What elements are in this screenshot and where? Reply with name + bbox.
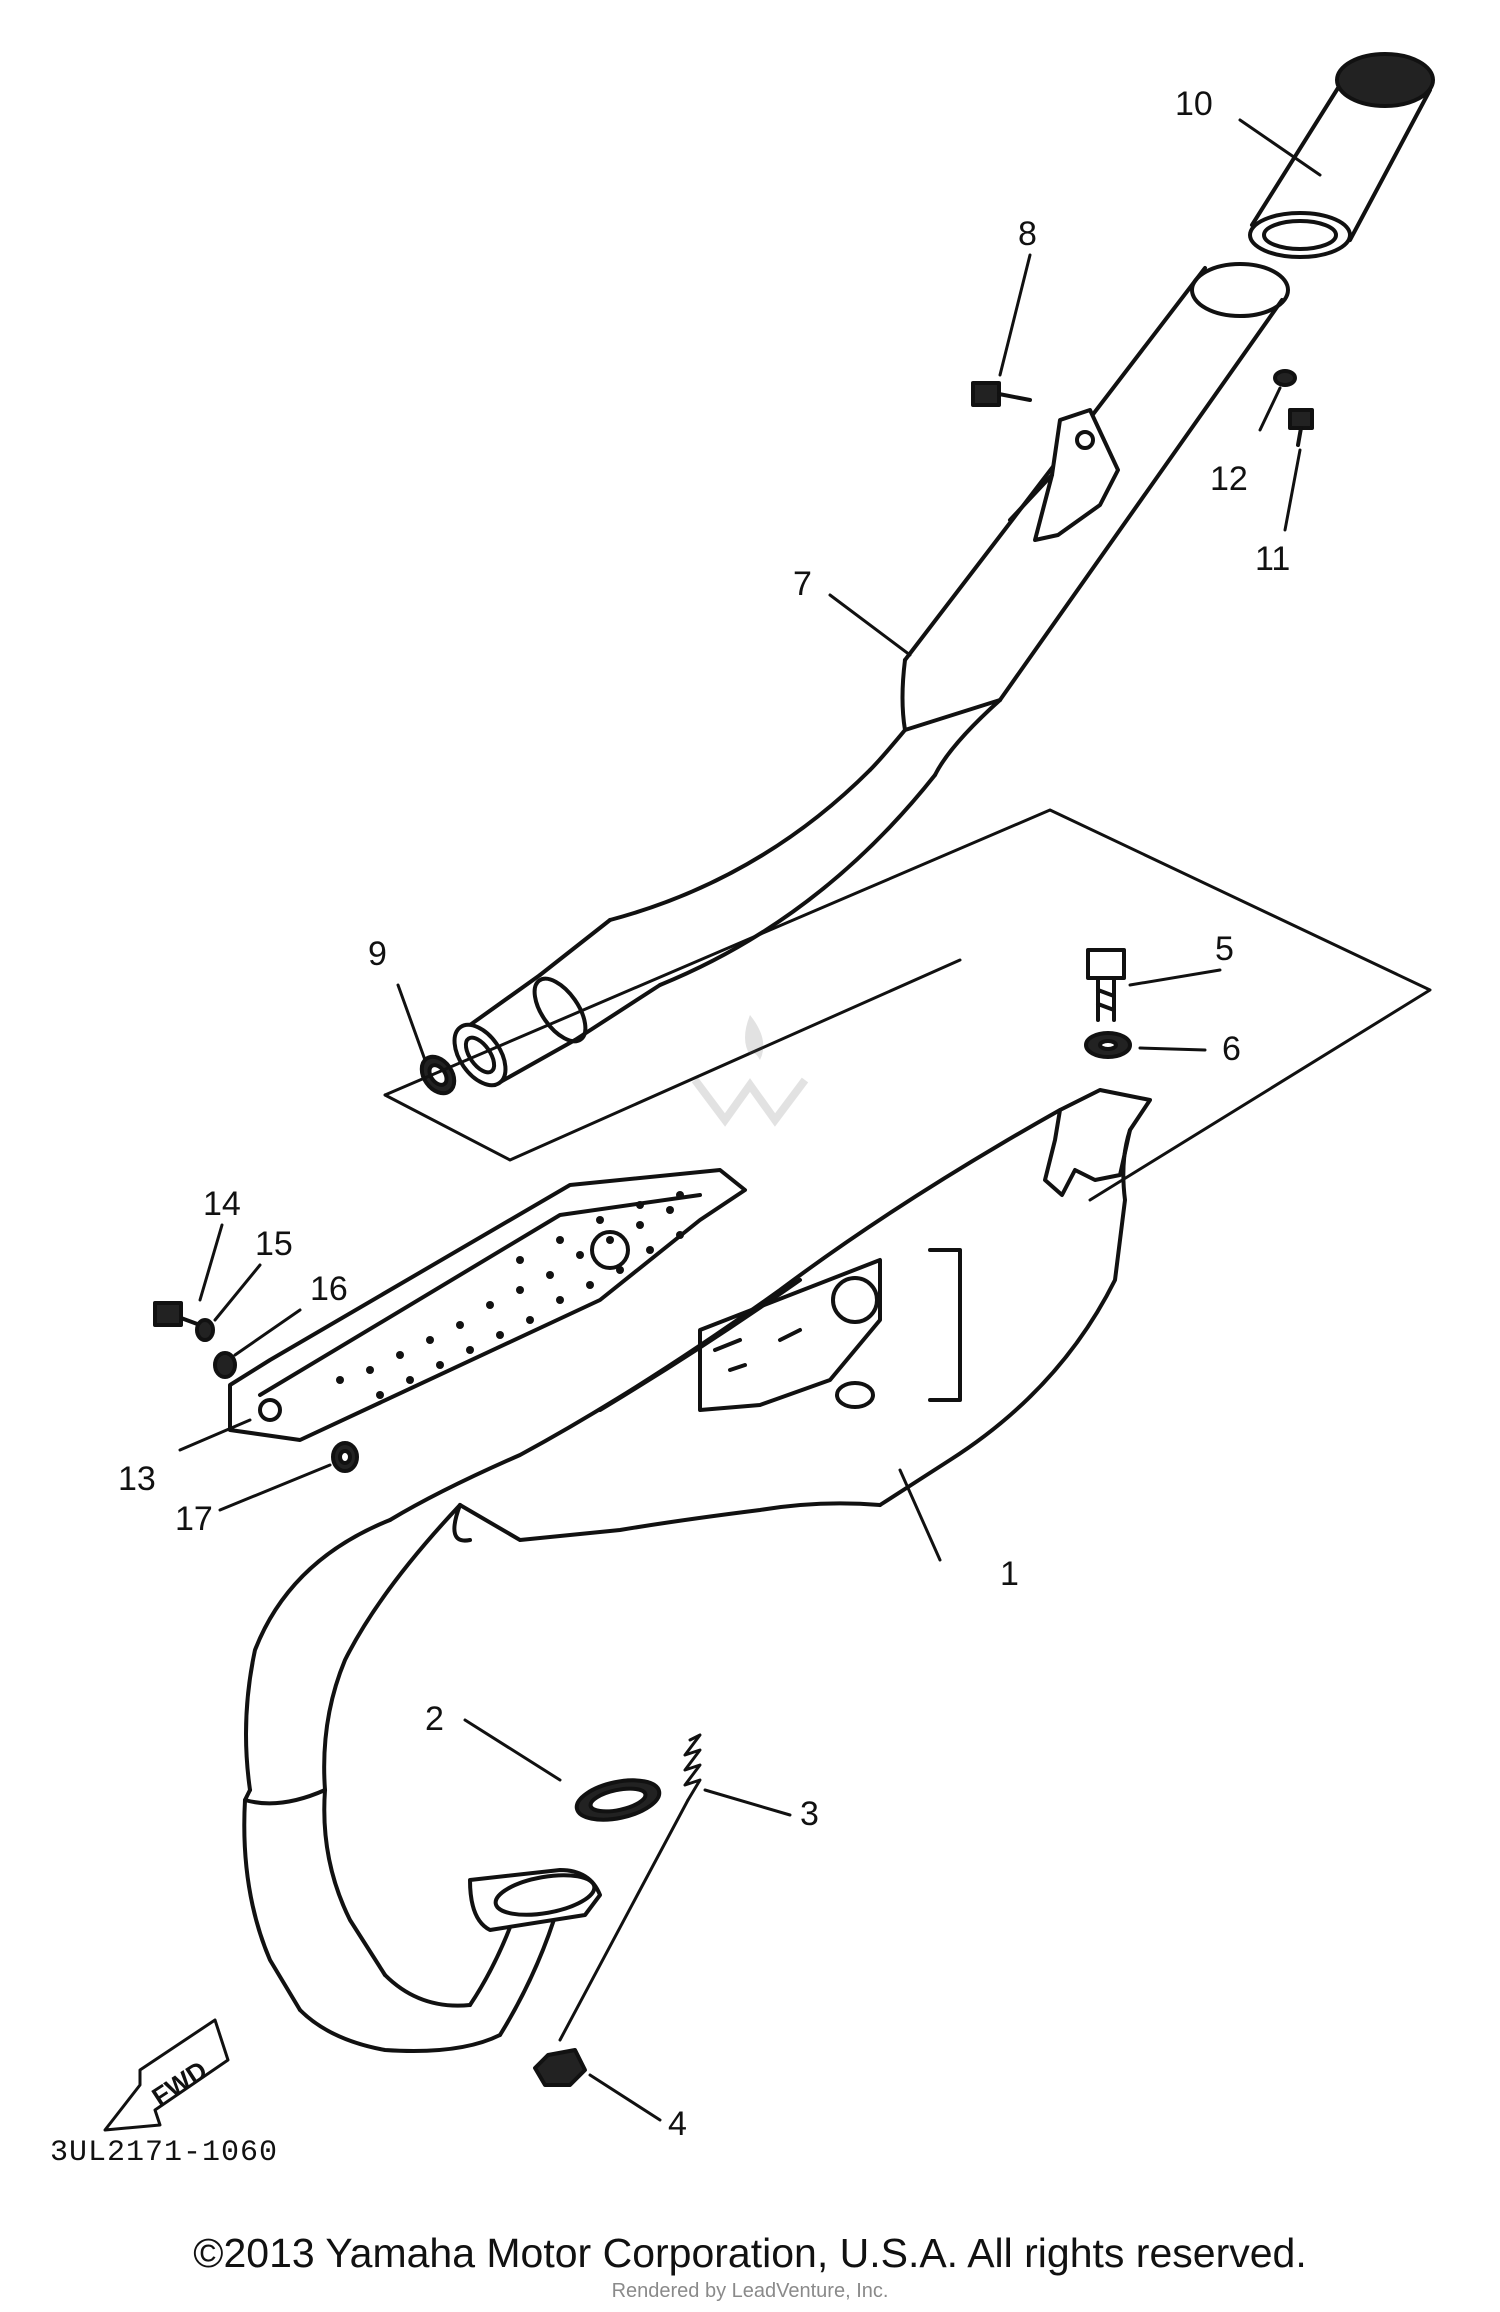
- render-watermark: Rendered by LeadVenture, Inc.: [611, 2280, 889, 2302]
- copyright-notice: ©2013 Yamaha Motor Corporation, U.S.A. A…: [193, 2230, 1307, 2276]
- part-9-gasket-ring: [419, 1054, 457, 1096]
- callout-7: 7: [793, 565, 812, 603]
- part-4-nut: [533, 2048, 587, 2087]
- part-11-screw: [1288, 408, 1314, 447]
- part-13-heat-guard: [228, 1168, 747, 1442]
- fwd-arrow-icon: [103, 2018, 230, 2132]
- callout-leaders: [178, 118, 1322, 2122]
- part-7-silencer: [452, 262, 1290, 1088]
- callout-17: 17: [175, 1500, 213, 1538]
- figure-code: 3UL2171-1060: [50, 2136, 278, 2170]
- callout-9: 9: [368, 935, 387, 973]
- callout-10: 10: [1175, 85, 1213, 123]
- part-17-grommet: [331, 1441, 359, 1473]
- part-8-bolt: [971, 381, 1032, 407]
- callout-8: 8: [1018, 215, 1037, 253]
- part-5-bolt: [1086, 948, 1126, 1022]
- callout-2: 2: [425, 1700, 444, 1738]
- leadventure-watermark-logo: [691, 1015, 809, 1127]
- part-1-expansion-chamber: [242, 1088, 1152, 2053]
- part-10-tail-cap: [1248, 52, 1435, 259]
- callout-labels: 1 2 3 4 5 6 7 8 9 10 11 12 13 14 15 16 1…: [118, 85, 1290, 2143]
- part-16-collar: [213, 1351, 237, 1379]
- part-6-washer: [1084, 1031, 1132, 1059]
- part-12-washer: [1273, 369, 1297, 387]
- callout-12: 12: [1210, 460, 1248, 498]
- part-3-spring: [558, 1733, 702, 2042]
- callout-15: 15: [255, 1225, 293, 1263]
- callout-1: 1: [1000, 1555, 1019, 1593]
- part-15-washer: [195, 1318, 215, 1342]
- part-14-bolt: [153, 1301, 202, 1327]
- callout-5: 5: [1215, 930, 1234, 968]
- callout-14: 14: [203, 1185, 241, 1223]
- part-2-flange-gasket: [574, 1778, 662, 1822]
- callout-16: 16: [310, 1270, 348, 1308]
- callout-3: 3: [800, 1795, 819, 1833]
- assembly-frame: [383, 808, 1432, 1202]
- callout-6: 6: [1222, 1030, 1241, 1068]
- callout-13: 13: [118, 1460, 156, 1498]
- callout-11: 11: [1255, 540, 1290, 578]
- callout-4: 4: [668, 2105, 687, 2143]
